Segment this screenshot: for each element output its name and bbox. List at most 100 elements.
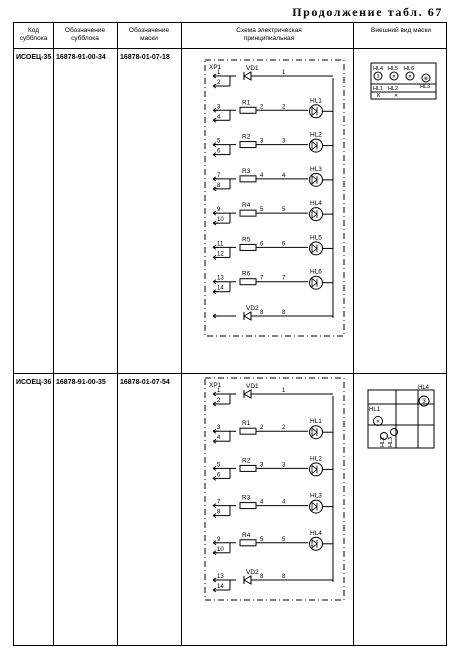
pin-number: 8 [217,510,221,516]
mask-led-circle [390,428,398,436]
mask-led-circle [421,73,431,83]
diode-label: VD2 [246,305,259,312]
node-number: 1 [282,388,286,394]
pin-number: 6 [217,472,221,478]
pin-number: 8 [217,183,221,189]
node-number: 4 [260,500,264,506]
schematic-frame [204,59,345,337]
node-number: 2 [282,425,286,431]
pin-number: 1 [217,70,221,76]
led-triangle [311,175,318,185]
led-label: HL3 [310,493,322,500]
led-label: HL6 [310,269,322,276]
led-triangle [311,277,318,288]
row1-code: ИСОЕЦ-35 [16,54,52,61]
data-table: Код субблока Обозначение субблока Обозна… [13,22,447,646]
led-label: HL1 [310,97,322,104]
mask-led-symbol: ⊗ [424,76,428,82]
pin-number: 10 [217,217,224,223]
led-label: HL5 [310,234,322,241]
diode-label: VD1 [246,383,259,390]
resistor-label: R4 [242,202,251,209]
node-number: 7 [260,276,264,282]
row1-mask: 16878-01-07-18 [120,54,170,61]
node-number: 4 [282,173,286,179]
node-number: 5 [260,537,264,543]
pin-number: 7 [217,173,221,179]
mask-led-symbol: 3 [422,399,426,405]
resistor-label: R5 [242,236,251,243]
node-number: 3 [282,462,286,468]
mask-led-symbol: 3 [377,74,380,80]
column-divider [53,23,54,645]
node-number: 8 [260,310,264,316]
node-number: 4 [260,173,264,179]
pin-number: 7 [217,500,221,506]
node-number: 6 [282,241,286,247]
node-number: 8 [282,310,286,316]
node-number: 4 [282,500,286,506]
mask-led-label: HL3 [420,84,430,90]
header-divider [14,48,446,49]
mask-led-symbol: ✕ [392,74,396,80]
pin-number: 13 [217,574,224,580]
page-title: Продолжение табл. 67 [292,5,443,19]
mask-led-label: HL6 [404,66,414,72]
resistor-label: R1 [242,99,251,106]
mask-led-label: HL2 [388,86,398,92]
pin-number: 1 [217,388,221,394]
mask-led-label: HL3 [388,437,394,447]
mask-led-symbol: ✕ [394,93,398,99]
pin-number: 2 [217,398,221,404]
diode-label: VD2 [246,569,259,576]
pin-number: 4 [217,435,221,441]
node-number: 3 [260,462,264,468]
connector-label: XP1 [209,64,222,71]
node-number: 5 [282,537,286,543]
header-appearance: Внешний вид маски [371,27,431,34]
mask-led-label: HL4 [373,66,383,72]
led-triangle [311,243,318,254]
mask-led-symbol: K [377,93,381,99]
node-number: 6 [260,241,264,247]
led-label: HL1 [310,418,322,425]
resistor-label: R1 [242,420,251,427]
header-code: Код субблока [19,27,48,42]
mask-led-label: HL4 [418,385,430,391]
header-designation: Обозначение субблока [64,27,106,42]
node-number: 8 [282,574,286,580]
resistor-label: R4 [242,532,251,539]
row2-code: ИСОЕЦ-36 [16,379,52,386]
led-triangle [311,140,318,151]
led-label: HL4 [310,530,322,537]
resistor-label: R3 [242,495,251,502]
node-number: 3 [282,139,286,145]
pin-number: 13 [217,276,224,282]
mask-led-circle [389,71,399,81]
diode-label: VD1 [246,65,259,72]
node-number: 2 [260,104,264,110]
resistor-label: R6 [242,271,251,278]
mask-led-circle [418,395,430,407]
schematic-frame [204,377,345,601]
mask-led-label: HL1 [369,407,381,413]
led-triangle [311,464,318,475]
mask-led-circle [373,71,383,81]
led-label: HL2 [310,132,322,139]
led-label: HL4 [310,200,322,207]
column-divider [353,23,354,645]
pin-number: 2 [217,80,221,86]
node-number: 1 [282,70,286,76]
mask-led-label: HL2 [380,437,386,447]
led-label: HL3 [310,166,322,173]
node-number: 7 [282,276,286,282]
pin-number: 11 [217,241,224,247]
node-number: 2 [282,104,286,110]
row2-designation: 16878-91-00-35 [56,379,106,386]
